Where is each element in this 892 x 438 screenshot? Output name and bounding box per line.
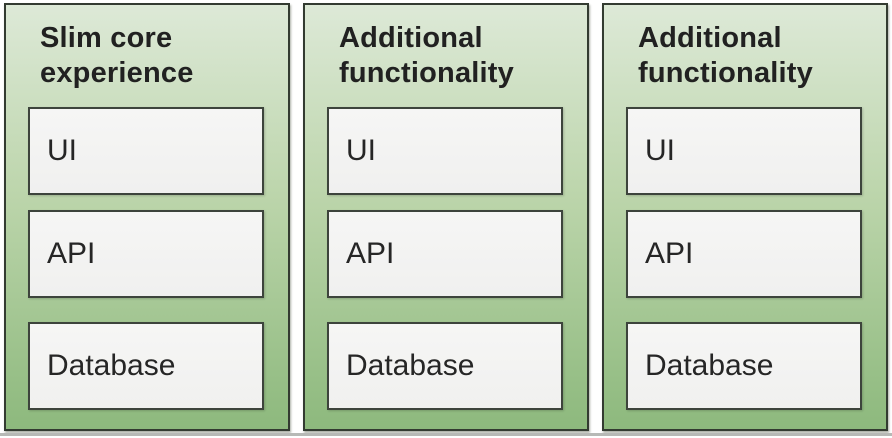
- layer-box-ui: UI: [28, 107, 264, 195]
- panel-title: Slim core experience: [40, 22, 194, 89]
- layer-box-label: API: [346, 237, 395, 270]
- layer-box-ui: UI: [626, 107, 862, 195]
- layer-box-database: Database: [327, 322, 563, 410]
- layer-box-api: API: [626, 210, 862, 298]
- panel-title: Additional functionality: [339, 22, 514, 89]
- layer-box-label: UI: [47, 134, 77, 167]
- layer-box-label: Database: [645, 349, 774, 382]
- layer-box-label: UI: [346, 134, 376, 167]
- layer-box-label: Database: [47, 349, 176, 382]
- layer-box-ui: UI: [327, 107, 563, 195]
- layer-box-database: Database: [28, 322, 264, 410]
- layer-box-label: Database: [346, 349, 475, 382]
- page-divider-line: [0, 433, 892, 436]
- layer-box-database: Database: [626, 322, 862, 410]
- layer-box-label: API: [645, 237, 694, 270]
- panel-additional-functionality-2: Additional functionality UI API Database: [602, 3, 888, 431]
- layer-box-api: API: [327, 210, 563, 298]
- panel-slim-core-experience: Slim core experience UI API Database: [4, 3, 290, 431]
- layer-box-label: API: [47, 237, 96, 270]
- panels-row: Slim core experience UI API Database Add…: [4, 3, 888, 431]
- panel-additional-functionality-1: Additional functionality UI API Database: [303, 3, 589, 431]
- panel-title: Additional functionality: [638, 22, 813, 89]
- layer-box-api: API: [28, 210, 264, 298]
- layer-box-label: UI: [645, 134, 675, 167]
